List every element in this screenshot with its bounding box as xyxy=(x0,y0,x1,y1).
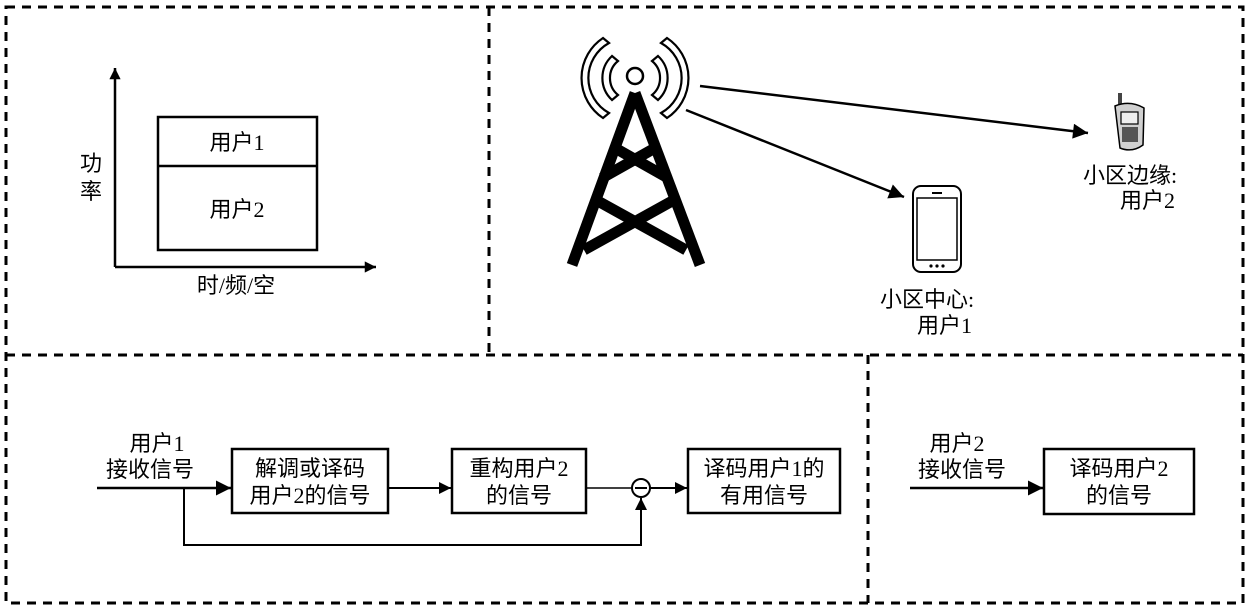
demod-user2-line2: 用户2的信号 xyxy=(249,483,370,508)
power-domain-panel: 功 率 时/频/空 用户1 用户2 xyxy=(80,68,376,298)
reconstruct-user2-line2: 的信号 xyxy=(486,483,552,508)
center-user-label-1: 小区中心: xyxy=(880,287,974,312)
demod-user2-line1: 解调或译码 xyxy=(255,456,365,481)
power-stack-box xyxy=(156,115,319,252)
link-to-edge-user xyxy=(699,84,1089,139)
cell-tower-icon xyxy=(566,36,706,267)
y-axis-label-2: 率 xyxy=(80,179,102,204)
user2-input-label-1: 用户2 xyxy=(929,431,984,456)
decode-user2-line1: 译码用户2 xyxy=(1069,456,1168,481)
demod-user2-block xyxy=(230,447,390,515)
user2-input-label-2: 接收信号 xyxy=(918,457,1006,482)
decode-user2-block xyxy=(1042,447,1196,516)
decode-user1-line1: 译码用户1的 xyxy=(703,456,824,481)
decode-user1-block xyxy=(686,447,842,515)
outer-border xyxy=(4,5,1245,605)
edge-user-label-1: 小区边缘: xyxy=(1083,163,1177,188)
feature-phone-icon xyxy=(1114,93,1145,151)
decode-user1-line2: 有用信号 xyxy=(720,483,808,508)
link-to-center-user xyxy=(685,108,905,199)
block-user2-label: 用户2 xyxy=(209,197,264,222)
smartphone-icon xyxy=(912,185,962,273)
edge-user-label-2: 用户2 xyxy=(1120,188,1175,213)
user1-input-label-2: 接收信号 xyxy=(106,457,194,482)
reconstruct-user2-block xyxy=(450,447,588,515)
panel-borders xyxy=(4,5,1245,605)
cell-panel: 小区中心: 用户1 小区边缘: 用户2 xyxy=(566,36,1177,338)
user1-input-label-1: 用户1 xyxy=(129,431,184,456)
center-user-label-2: 用户1 xyxy=(917,313,972,338)
block-user1-label: 用户1 xyxy=(209,130,264,155)
y-axis-label-1: 功 xyxy=(80,151,102,176)
user2-receiver-panel: 用户2 接收信号 译码用户2 的信号 xyxy=(910,431,1196,516)
reconstruct-user2-line1: 重构用户2 xyxy=(469,456,568,481)
x-axis-label: 时/频/空 xyxy=(197,273,275,298)
decode-user2-line2: 的信号 xyxy=(1086,483,1152,508)
feedback-path xyxy=(183,488,647,546)
user1-receiver-panel: 用户1 接收信号 解调或译码 用户2的信号 重构用户2 的信号 译码用户1的 有… xyxy=(97,431,842,546)
